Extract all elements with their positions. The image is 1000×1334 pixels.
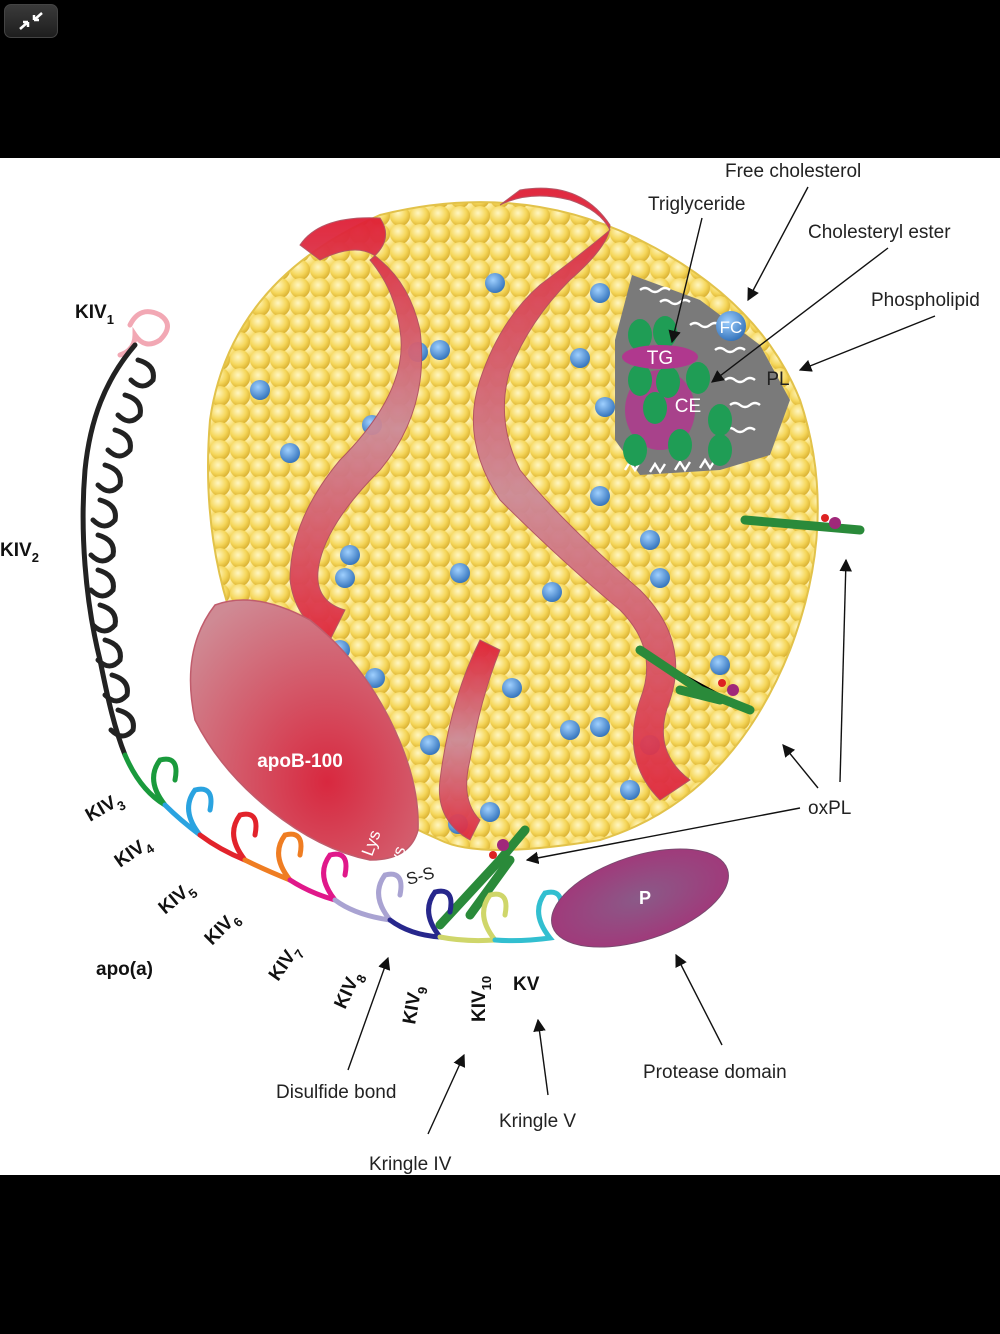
disulfide-label: S-S: [404, 863, 436, 889]
apob-label: apoB-100: [257, 751, 343, 772]
arrow-phospholipid: [798, 315, 936, 372]
oxpl-molecule-2: [635, 645, 755, 715]
arrow-kringle-v: [533, 1018, 549, 1096]
kringle-kiv9: [387, 888, 454, 940]
disulfide-bond-caption: Disulfide bond: [276, 1082, 396, 1103]
tg-label: TG: [647, 348, 673, 369]
arrow-triglyceride: [668, 217, 703, 344]
label-kiv8: KIV8: [330, 968, 369, 1014]
label-kiv6: KIV6: [201, 907, 246, 952]
label-kv: KV: [513, 974, 540, 995]
oxpl-molecule-1: [740, 514, 865, 535]
kringle-kiv10: [437, 891, 509, 944]
ce-label: CE: [675, 396, 701, 417]
pl-label: PL: [766, 369, 789, 390]
kringle-kiv6: [242, 831, 304, 886]
label-kiv5: KIV5: [155, 878, 201, 922]
cholesteryl-ester-label: Cholesteryl ester: [808, 222, 951, 243]
cholesterol-spheres: [250, 273, 730, 834]
arrow-oxpl-2: [782, 744, 819, 789]
label-kiv1: KIV1: [75, 302, 114, 327]
arrow-free-cholesterol: [747, 186, 809, 302]
kringle-kiv4: [162, 786, 214, 837]
arrow-protease: [675, 953, 723, 1046]
label-kiv9: KIV9: [399, 984, 430, 1027]
lpa-diagram: TG CE FC PL apoB-100 Lys Lys: [0, 158, 1000, 1175]
kringle-kiv1: [117, 309, 170, 358]
kringle-kiv3: [122, 752, 179, 808]
phospholipid-label: Phospholipid: [871, 290, 980, 311]
protease-domain: [551, 848, 729, 948]
label-kiv2: KIV2: [0, 540, 39, 565]
arrow-disulfide: [347, 956, 391, 1071]
oxpl-label: oxPL: [808, 798, 851, 819]
label-kiv10: KIV10: [469, 976, 494, 1022]
free-cholesterol-label: Free cholesterol: [725, 161, 861, 182]
protease-domain-caption: Protease domain: [643, 1062, 787, 1083]
kringle-kv: [492, 889, 564, 944]
arrow-cholesteryl-ester: [710, 247, 889, 383]
apoa-chain: [80, 309, 564, 944]
oxpl-molecule-3: [435, 825, 530, 930]
fc-label: FC: [720, 318, 743, 337]
triglyceride-label: Triglyceride: [648, 194, 746, 215]
kringle-kiv5: [197, 811, 259, 866]
tg-ellipse: [622, 345, 698, 369]
kringle-v-caption: Kringle V: [499, 1111, 576, 1132]
label-kiv3: KIV3: [82, 789, 128, 830]
arrow-oxpl-1: [839, 558, 852, 783]
arrow-kringle-iv: [427, 1053, 466, 1135]
kringle-kiv2: [80, 342, 138, 758]
label-kiv7: KIV7: [265, 941, 308, 987]
apob-100-domain: [189, 599, 419, 861]
arrow-oxpl-3: [525, 807, 801, 865]
apoa-label: apo(a): [96, 959, 153, 980]
ce-molecules: [623, 316, 732, 466]
kringle-kiv8: [332, 871, 404, 924]
kringle-iv-caption: Kringle IV: [369, 1154, 452, 1175]
fc-sphere: [716, 311, 746, 341]
kringle-labels: KIV1 KIV2 KIV3 KIV4 KIV5 KIV6 KIV7 KIV8 …: [0, 302, 540, 1027]
collapse-arrows-icon: [19, 12, 43, 30]
annotation-arrows: [347, 186, 936, 1135]
protease-label: P: [639, 888, 651, 908]
kringle-kiv7: [287, 851, 349, 905]
exit-fullscreen-button[interactable]: [4, 4, 58, 38]
label-kiv4: KIV4: [111, 832, 158, 875]
